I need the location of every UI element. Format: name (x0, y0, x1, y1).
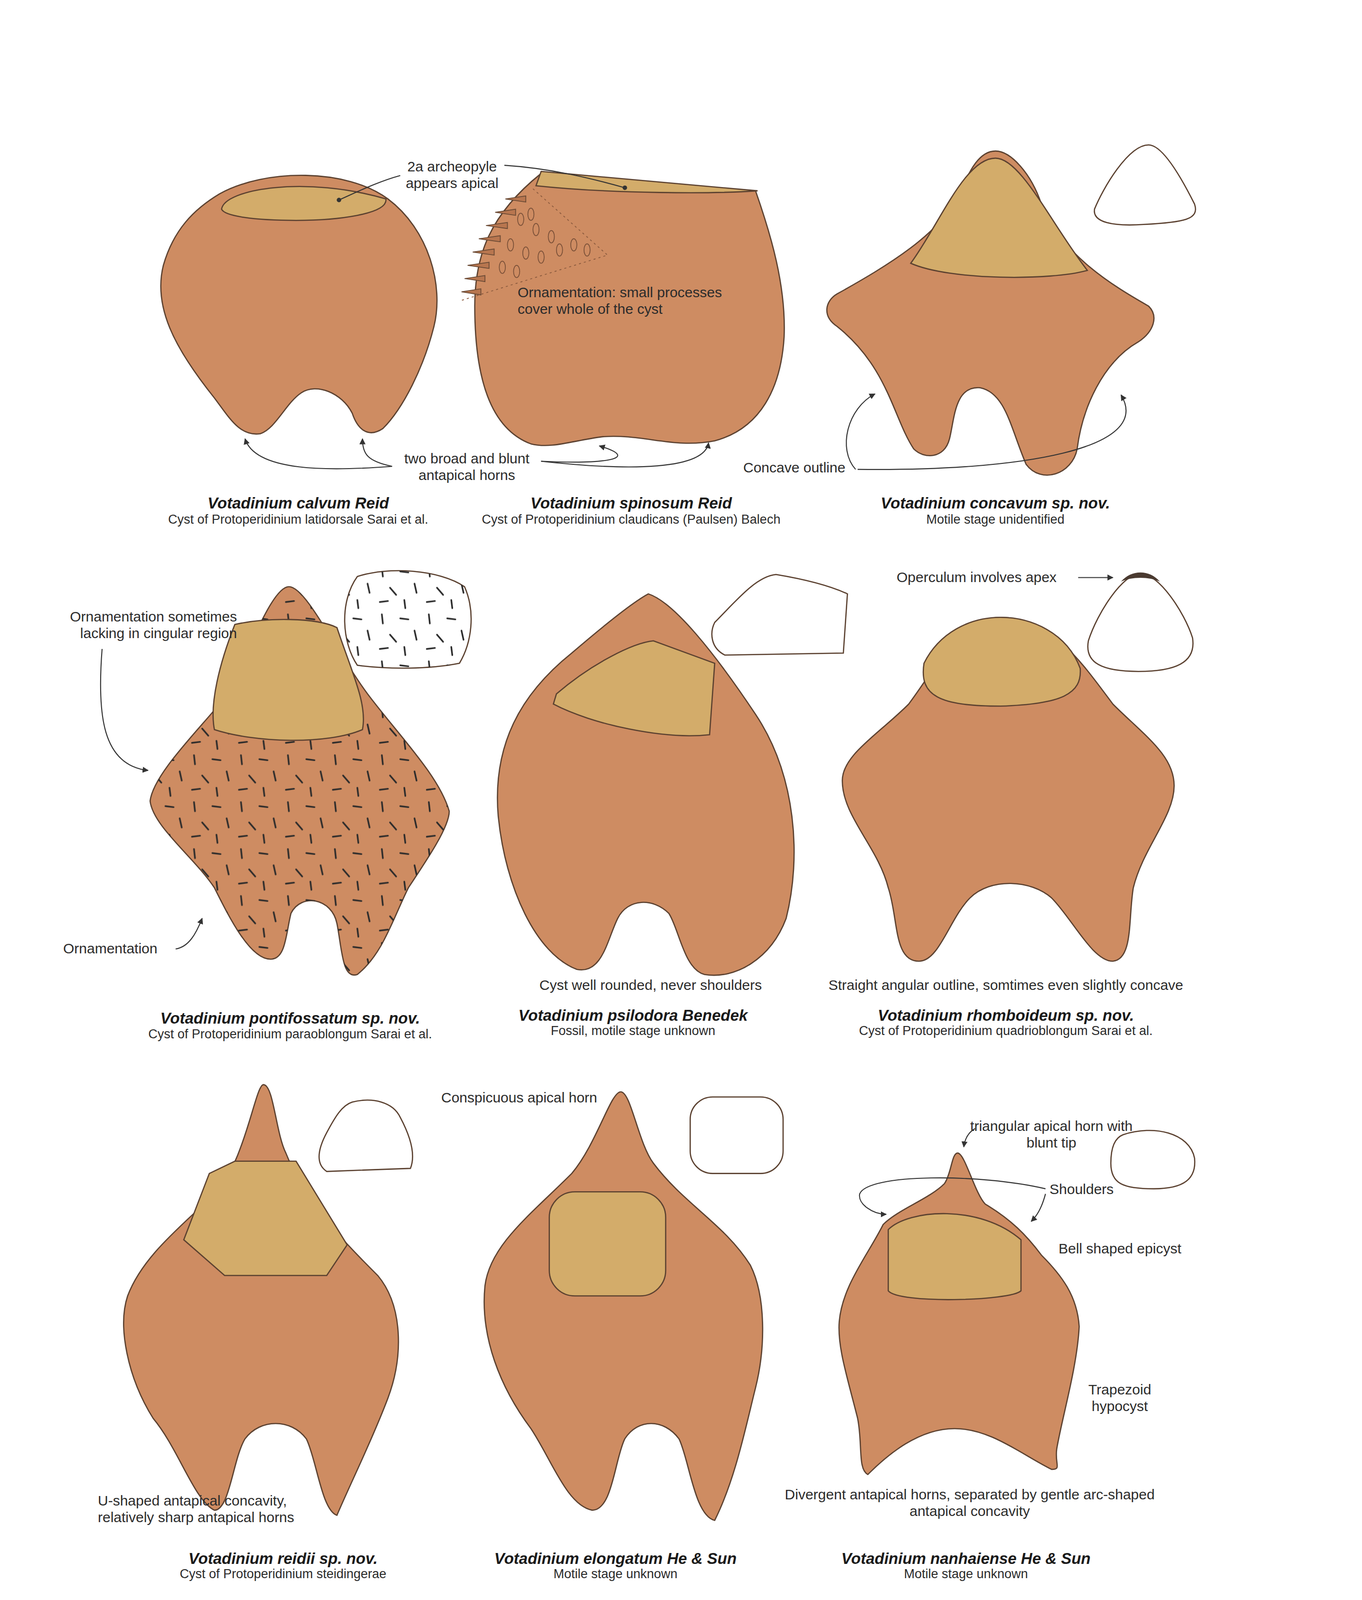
species-name: Votadinium rhomboideum sp. nov. (877, 1006, 1135, 1026)
annotation: Divergent antapical horns, separated by … (773, 1486, 1167, 1521)
annotation: Conspicuous apical horn (441, 1089, 598, 1107)
annotation: Straight angular outline, somtimes even … (828, 976, 1183, 994)
annotation: Bell shaped epicyst (1058, 1240, 1182, 1258)
annotation: Ornamentation (63, 940, 158, 957)
species-note: Motile stage unknown (903, 1567, 1028, 1583)
annotation: U-shaped antapical concavity, relatively… (97, 1492, 343, 1527)
species-name: Votadinium spinosum Reid (530, 494, 732, 513)
annotation: Shoulders (1049, 1181, 1114, 1198)
species-name: Votadinium reidii sp. nov. (188, 1550, 379, 1569)
species-note: Fossil, motile stage unknown (550, 1023, 716, 1040)
species-name: Votadinium elongatum He & Sun (494, 1550, 737, 1569)
species-note: Motile stage unidentified (926, 512, 1065, 528)
annotation: triangular apical horn with blunt tip (963, 1117, 1140, 1152)
annotation: Ornamentation: small processes cover who… (517, 283, 755, 318)
species-note: Cyst of Protoperidinium paraoblongum Sar… (148, 1027, 432, 1043)
annotation: 2a archeopyle appears apical (389, 158, 515, 192)
species-note: Cyst of Protoperidinium steidingerae (179, 1567, 387, 1583)
species-name: Votadinium pontifossatum sp. nov. (160, 1009, 421, 1029)
species-name: Votadinium concavum sp. nov. (880, 494, 1111, 513)
species-note: Cyst of Protoperidinium latidorsale Sara… (168, 512, 429, 528)
annotation: Cyst well rounded, never shoulders (539, 976, 763, 994)
annotation: Trapezoid hypocyst (1068, 1381, 1173, 1416)
annotation: Operculum involves apex (896, 568, 1057, 586)
annotation: Concave outline (743, 459, 846, 476)
species-name: Votadinium calvum Reid (207, 494, 389, 513)
annotation: Ornamentation sometimes lacking in cingu… (27, 608, 237, 643)
annotation: two broad and blunt antapical horns (389, 450, 545, 484)
species-name: Votadinium nanhaiense He & Sun (841, 1550, 1091, 1569)
species-name: Votadinium psilodora Benedek (518, 1006, 748, 1026)
species-note: Cyst of Protoperidinium claudicans (Paul… (482, 512, 781, 528)
species-note: Motile stage unknown (553, 1567, 678, 1583)
species-note: Cyst of Protoperidinium quadrioblongum S… (859, 1023, 1153, 1040)
